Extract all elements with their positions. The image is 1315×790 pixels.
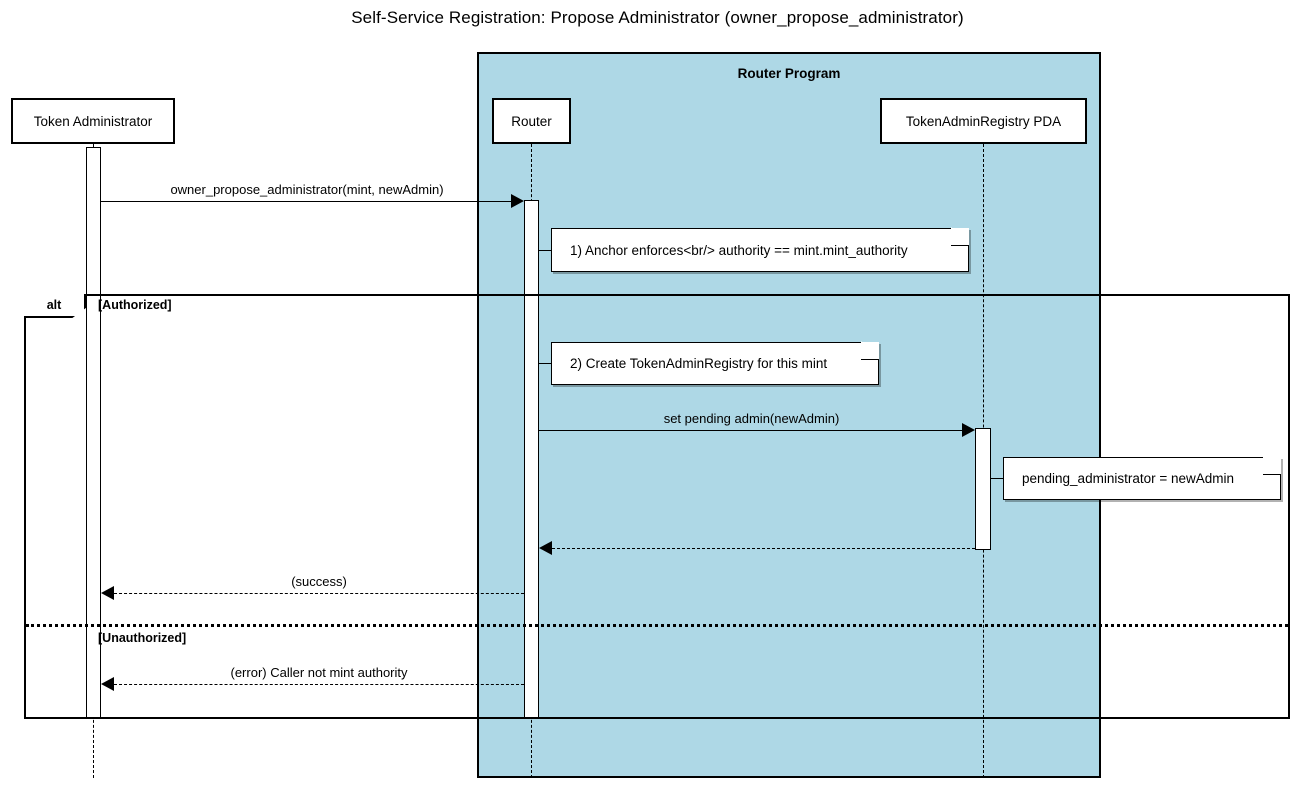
group-box-router-program: Router Program bbox=[477, 52, 1101, 778]
note-anchor-enforces: 1) Anchor enforces<br/> authority == min… bbox=[551, 227, 969, 272]
fragment-guard-unauthorized: [Unauthorized] bbox=[98, 631, 187, 645]
participant-tokenadminregistry-pda[interactable]: TokenAdminRegistry PDA bbox=[880, 98, 1087, 144]
note-connector-1 bbox=[539, 250, 553, 251]
note-create-tokenadminregistry: 2) Create TokenAdminRegistry for this mi… bbox=[551, 341, 879, 385]
participant-label: Router bbox=[511, 113, 552, 129]
message-line-owner-propose-administrator bbox=[101, 201, 513, 202]
fragment-operator-tag: alt bbox=[24, 294, 86, 318]
fragment-divider bbox=[26, 624, 1288, 627]
message-line-set-pending-admin bbox=[539, 430, 964, 431]
arrow-head-success bbox=[101, 586, 114, 600]
message-label-success: (success) bbox=[291, 574, 347, 589]
note-connector-2 bbox=[539, 363, 553, 364]
message-label-owner-propose-administrator: owner_propose_administrator(mint, newAdm… bbox=[170, 182, 444, 197]
participant-label: TokenAdminRegistry PDA bbox=[905, 113, 1062, 129]
participant-token-administrator[interactable]: Token Administrator bbox=[11, 98, 175, 144]
note-fold-corner-icon bbox=[1263, 456, 1281, 475]
activation-tokenadminregistry-pda bbox=[975, 428, 991, 550]
note-text: 2) Create TokenAdminRegistry for this mi… bbox=[570, 356, 828, 371]
participant-label: Token Administrator bbox=[33, 113, 153, 129]
page-title: Self-Service Registration: Propose Admin… bbox=[351, 8, 964, 27]
message-line-error bbox=[114, 684, 524, 685]
message-line-pda-return bbox=[552, 548, 975, 549]
fragment-operator-label: alt bbox=[46, 298, 62, 312]
participant-router[interactable]: Router bbox=[492, 98, 571, 144]
message-label-set-pending-admin: set pending admin(newAdmin) bbox=[663, 411, 840, 426]
fragment-alt bbox=[24, 294, 1290, 719]
message-line-success bbox=[114, 593, 524, 594]
arrow-head-error bbox=[101, 677, 114, 691]
note-fold-corner-icon bbox=[951, 227, 969, 246]
note-fold-corner-icon bbox=[861, 341, 879, 360]
note-text: 1) Anchor enforces<br/> authority == min… bbox=[570, 242, 908, 258]
arrow-head-owner-propose-administrator bbox=[511, 194, 524, 208]
note-text: pending_administrator = newAdmin bbox=[1022, 471, 1234, 486]
arrow-head-pda-return bbox=[539, 541, 552, 555]
message-label-error: (error) Caller not mint authority bbox=[230, 665, 408, 680]
arrow-head-set-pending-admin bbox=[962, 423, 975, 437]
group-label: Router Program bbox=[737, 66, 841, 81]
note-connector-3 bbox=[991, 478, 1005, 479]
fragment-guard-authorized: [Authorized] bbox=[98, 298, 172, 312]
note-pending-administrator-assignment: pending_administrator = newAdmin bbox=[1003, 456, 1281, 500]
